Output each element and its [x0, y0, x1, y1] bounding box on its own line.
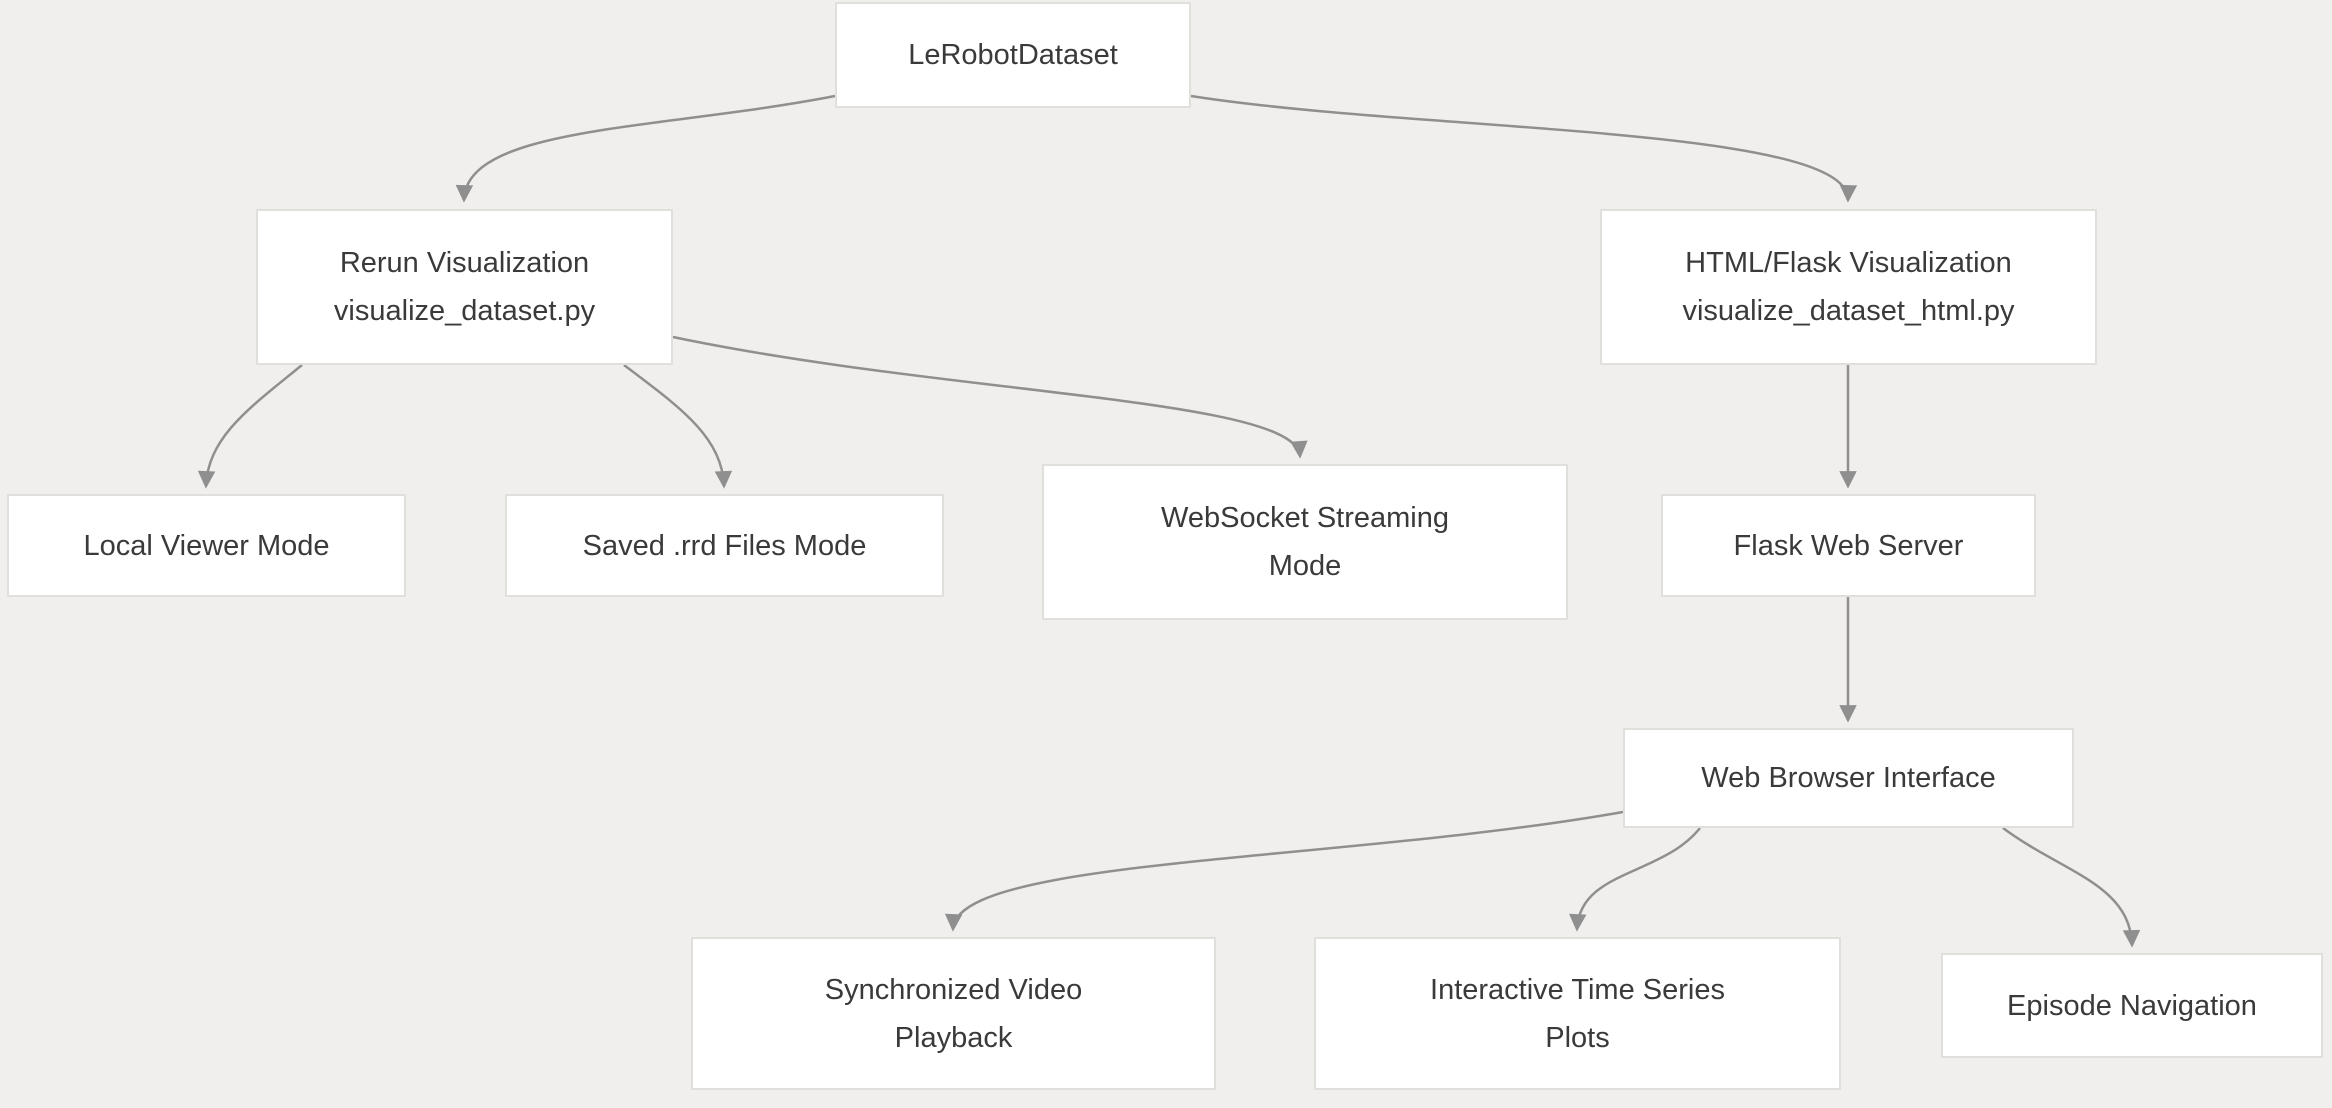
edge-rerun-to-saved	[623, 364, 733, 489]
node-web-browser-interface: Web Browser Interface	[1623, 728, 2074, 828]
node-label: LeRobotDataset	[908, 39, 1118, 71]
edge-browser-to-sync	[944, 810, 1624, 932]
node-synchronized-video-playback: Synchronized Video Playback	[691, 937, 1216, 1090]
node-label: WebSocket Streaming	[1161, 502, 1449, 534]
node-label: Saved .rrd Files Mode	[582, 529, 867, 562]
node-rerun-visualization: Rerun Visualization visualize_dataset.py	[256, 209, 673, 365]
edge-lerobot-to-htmlflask	[1190, 94, 1858, 203]
edge-lerobot-to-rerun	[455, 94, 836, 203]
node-label: Web Browser Interface	[1701, 762, 1996, 794]
edge-browser-to-plots	[1569, 827, 1701, 932]
node-label: Playback	[894, 1021, 1013, 1054]
node-label: Episode Navigation	[2007, 989, 2257, 1022]
node-htmlflask-visualization: HTML/Flask Visualization visualize_datas…	[1600, 209, 2097, 365]
node-websocket-streaming-mode: WebSocket Streaming Mode	[1042, 464, 1568, 620]
node-label: Plots	[1545, 1021, 1610, 1054]
edge-rerun-to-websocket	[672, 335, 1308, 459]
node-saved-rrd-files-mode: Saved .rrd Files Mode	[505, 494, 944, 597]
node-label: Flask Web Server	[1733, 529, 1964, 562]
node-label: Rerun Visualization	[339, 247, 590, 279]
node-episode-navigation: Episode Navigation	[1941, 953, 2323, 1058]
node-label: HTML/Flask Visualization	[1685, 247, 2012, 279]
node-interactive-time-series-plots: Interactive Time Series Plots	[1314, 937, 1841, 1090]
edge-rerun-to-local	[197, 364, 303, 489]
node-local-viewer-mode: Local Viewer Mode	[7, 494, 406, 597]
node-label: Mode	[1268, 550, 1342, 582]
node-sublabel: visualize_dataset.py	[333, 295, 596, 327]
node-flask-web-server: Flask Web Server	[1661, 494, 2036, 597]
node-label: Interactive Time Series	[1430, 973, 1725, 1006]
node-sublabel: visualize_dataset_html.py	[1682, 295, 2015, 327]
node-label: Synchronized Video	[824, 973, 1083, 1006]
edge-browser-to-episode	[2002, 826, 2141, 948]
node-label: Local Viewer Mode	[83, 529, 330, 562]
node-lerobotdataset: LeRobotDataset	[835, 2, 1191, 108]
